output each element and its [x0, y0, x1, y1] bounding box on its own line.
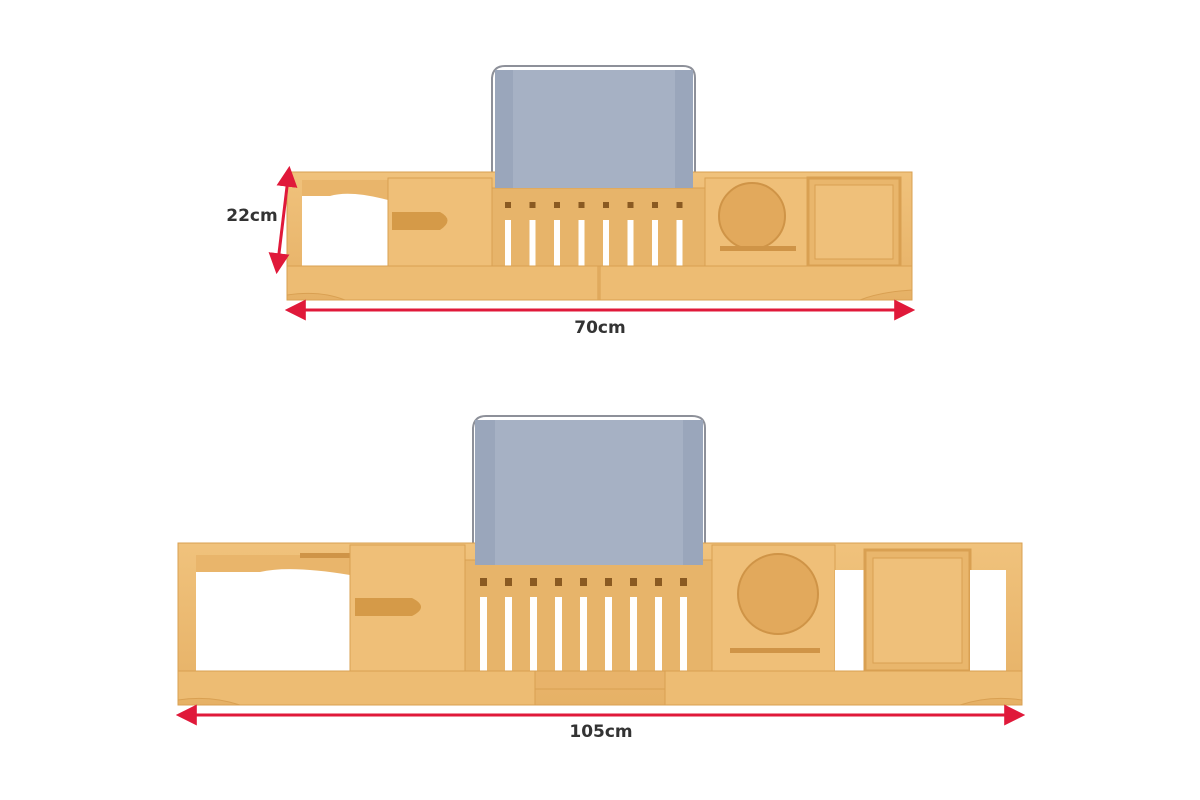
- slat-notch: [480, 578, 487, 586]
- slat-gap: [580, 597, 587, 671]
- front-rail-right: [664, 670, 1023, 706]
- slat-notch: [605, 578, 612, 586]
- slats: [480, 578, 687, 671]
- slat-gap: [627, 220, 634, 266]
- slat-gap: [505, 597, 512, 671]
- slat-notch: [676, 202, 683, 208]
- slat-notch: [578, 202, 585, 208]
- slat-gap: [652, 220, 658, 266]
- slat-gap: [603, 220, 609, 266]
- slats: [505, 202, 683, 266]
- tablet-slot: [730, 648, 820, 653]
- slat-notch: [505, 202, 511, 208]
- slat-gap: [605, 597, 612, 671]
- slat-notch: [630, 578, 637, 586]
- book-rest-board: [495, 70, 693, 188]
- slat-notch: [680, 578, 687, 586]
- slat-area: [491, 187, 706, 267]
- tray-collapsed: [286, 65, 913, 301]
- slat-notch: [627, 202, 634, 208]
- slat-notch: [555, 578, 562, 586]
- book-rest-board: [475, 420, 703, 565]
- phone-slot: [392, 212, 448, 230]
- extended-width-label: 105cm: [569, 722, 632, 742]
- slat-gap: [480, 597, 487, 671]
- depth-label: 22cm: [226, 206, 277, 226]
- left-opening: [196, 555, 350, 671]
- slat-gap: [555, 597, 562, 671]
- front-rail-left: [177, 670, 536, 706]
- collapsed-width-label: 70cm: [574, 318, 625, 338]
- slat-notch: [529, 202, 536, 208]
- slat-notch: [603, 202, 609, 208]
- slat-area: [464, 559, 713, 672]
- book-rest-wire: [472, 415, 706, 560]
- slat-notch: [530, 578, 537, 586]
- phone-slot: [355, 598, 421, 616]
- tablet-slot: [720, 246, 796, 251]
- tray-extended: [177, 415, 1023, 706]
- slat-gap: [505, 220, 511, 266]
- front-rail-right: [599, 265, 913, 301]
- slat-gap: [655, 597, 662, 671]
- slat-notch: [505, 578, 512, 586]
- slat-gap: [630, 597, 637, 671]
- slat-notch: [580, 578, 587, 586]
- slat-gap: [676, 220, 683, 266]
- front-rail-middle: [534, 670, 666, 690]
- slat-gap: [529, 220, 536, 266]
- depth-arrow: [268, 165, 298, 275]
- slat-notch: [652, 202, 658, 208]
- slat-gap: [680, 597, 687, 671]
- slat-gap: [578, 220, 585, 266]
- slat-notch: [655, 578, 662, 586]
- book-rest-wire: [491, 65, 696, 188]
- front-rail-left: [286, 265, 599, 301]
- slat-notch: [554, 202, 560, 208]
- slat-gap: [554, 220, 560, 266]
- cup-holder: [718, 182, 786, 250]
- slat-gap: [530, 597, 537, 671]
- cup-holder: [737, 553, 819, 635]
